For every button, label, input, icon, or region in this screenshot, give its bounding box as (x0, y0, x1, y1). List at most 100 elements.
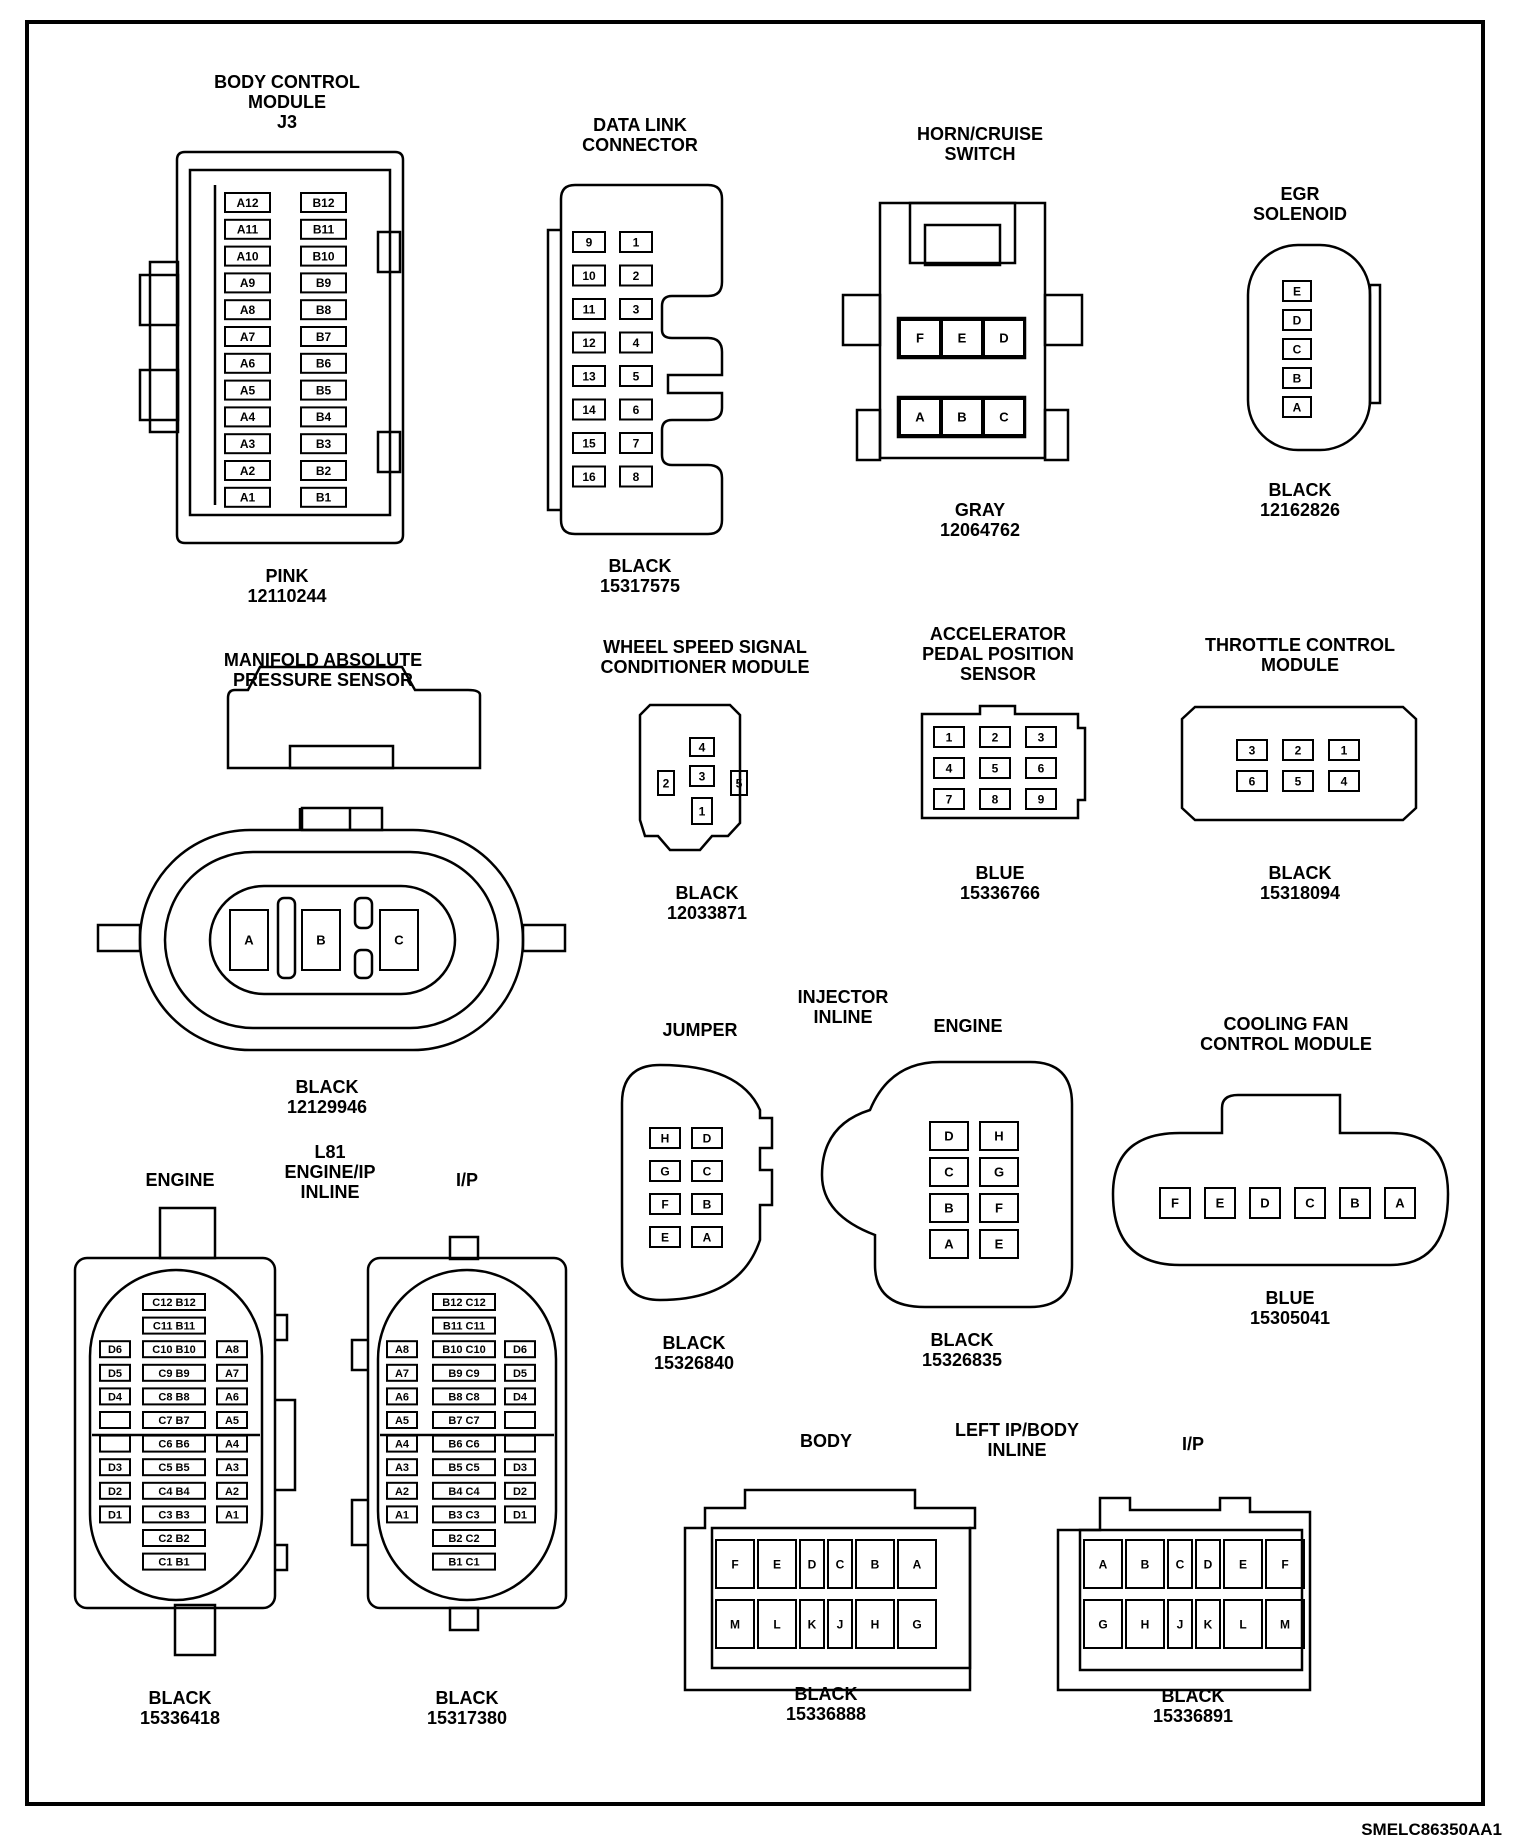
dlc-pin-label: 8 (633, 470, 640, 484)
l81-ip-pins-outer-pin-cavity (386, 1411, 418, 1429)
apps-pin-cavity (933, 788, 965, 810)
jumper-pin-cavity (691, 1226, 723, 1248)
l81-ip-pins-outer-pin-label: A6 (395, 1391, 409, 1403)
bcm-part: 12110244 (247, 586, 327, 606)
tcm-pin-label: 6 (1249, 774, 1256, 788)
tcm-pin-label: 2 (1295, 743, 1302, 757)
bcm-pin-a-cavity (224, 192, 271, 213)
tcm-pin-label: 3 (1249, 743, 1256, 757)
cfm-pin-cavity (1159, 1187, 1191, 1219)
apps-pin-cavity (979, 757, 1011, 779)
l81-engine-pins-center-pin-label: C2 B2 (158, 1533, 189, 1545)
dlc-title-line: DATA LINK (593, 115, 687, 135)
horn-part: 12064762 (939, 520, 1021, 540)
body-pins-pin-cavity (757, 1599, 797, 1649)
dlc-pin-cavity (619, 365, 653, 387)
jumper-pin-label: H (661, 1131, 670, 1145)
body-pins-pin-cavity (799, 1599, 825, 1649)
injector-title-line: INJECTOR (797, 987, 889, 1007)
tcm-title-line: THROTTLE CONTROL (1205, 635, 1395, 655)
cfm-pin-label: B (1350, 1196, 1359, 1211)
egr-part: 12162826 (1259, 500, 1341, 520)
l81-ip-pins-outer-pin-label: A4 (395, 1439, 410, 1451)
apps-pin-cavity (933, 757, 965, 779)
bcm-pin-a-cavity (224, 299, 271, 321)
jumper-color: BLACK (662, 1333, 726, 1353)
dlc-pin-label: 14 (582, 403, 596, 417)
l81-ip-pins-center-pin-label: B7 C7 (448, 1415, 479, 1427)
bcm-pin-b-label: B5 (316, 383, 332, 397)
body-pins-pin-cavity (855, 1599, 895, 1649)
bcm-pin-b-cavity (300, 406, 347, 428)
l81-engine-pins-center-pin-label: C6 B6 (158, 1439, 189, 1451)
ip-pins-pin-cavity (1265, 1599, 1305, 1649)
dlc-pin-label: 11 (583, 302, 596, 316)
tcm-title-line: MODULE (1260, 655, 1339, 675)
apps-pin-cavity (1025, 788, 1057, 810)
l81-engine-pins-outer-pin-label: A4 (225, 1439, 240, 1451)
map-pin-cavity (229, 909, 269, 971)
l81-ip-pins-center-pin-cavity (432, 1458, 496, 1477)
bcm-pin-b-label: B1 (316, 491, 332, 505)
body-pins-pin-label: D (808, 1557, 817, 1571)
l81-ip-pins-center-pin-cavity (432, 1387, 496, 1406)
jumper-pin-cavity (691, 1160, 723, 1182)
dlc-pin-label: 5 (633, 369, 640, 383)
apps-pin-cavity (979, 788, 1011, 810)
dlc-pin-cavity (619, 465, 653, 488)
inj-engine-pin-label: E (995, 1237, 1004, 1252)
body-pins-pin-label: H (871, 1617, 880, 1631)
ip-pins-pin-label: G (1098, 1617, 1107, 1631)
l81-engine-pins-outer-pin-label: D4 (108, 1391, 123, 1403)
l81-ip-pins-outer-pin-cavity (504, 1411, 536, 1429)
dlc-connector-drawing (546, 183, 724, 536)
l81-ip-pins-outer-pin-cavity (386, 1363, 418, 1382)
egr-pin-cavity (1282, 338, 1312, 360)
cfm-pin-label: C (1305, 1196, 1315, 1211)
l81-engine-pins-outer-pin-cavity (99, 1411, 131, 1429)
apps-pin-label: 4 (946, 761, 953, 775)
l81-ip-pins-center-pin-cavity (432, 1434, 496, 1453)
dlc-pin-cavity (619, 432, 653, 454)
l81-ip-pins-outer-pin-cavity (386, 1434, 418, 1453)
l81-title-line: L81 (314, 1142, 346, 1162)
bcm-pin-b-label: B6 (316, 357, 332, 371)
body-pins-pin-label: M (730, 1617, 740, 1631)
bcm-pin-a-label: A12 (236, 196, 258, 210)
inj-engine-pin-label: B (944, 1201, 953, 1216)
tcm-pin-cavity (1236, 770, 1268, 792)
body-connector-drawing (683, 1488, 977, 1692)
l81-engine-pins-outer-pin-cavity (99, 1340, 131, 1359)
bcm-pin-a-label: A3 (240, 437, 256, 451)
dlc-color: BLACK (608, 556, 672, 576)
horn-title-line: HORN/CRUISE (916, 124, 1044, 144)
ip-pins-pin-cavity (1125, 1599, 1165, 1649)
egr-title-line: SOLENOID (1252, 204, 1348, 224)
l81-engine-pins-outer-pin-cavity (216, 1481, 248, 1500)
l81-engine-pins-outer-pin-cavity (216, 1505, 248, 1524)
dlc-pin-label: 12 (582, 336, 596, 350)
l81-engine-pins-center-pin-cavity (142, 1481, 206, 1500)
bcm-pin-a-cavity (224, 486, 271, 508)
l81-ip-pins-outer-pin-cavity (504, 1434, 536, 1453)
apps-pin-cavity (979, 726, 1011, 748)
l81-engine-pins-outer-pin-cavity (99, 1481, 131, 1500)
l81-ip-pins-outer-pin-label: D5 (513, 1368, 527, 1380)
dlc-pin-cavity (572, 331, 606, 354)
inj-engine-pin-label: F (995, 1201, 1003, 1216)
l81_ip-part: 15317380 (426, 1708, 508, 1728)
l81-engine-pins-outer-pin-cavity (99, 1387, 131, 1406)
egr-connector-drawing (1246, 243, 1382, 452)
dlc-pin-cavity (619, 231, 653, 253)
leftip-title-line: INLINE (987, 1440, 1047, 1460)
